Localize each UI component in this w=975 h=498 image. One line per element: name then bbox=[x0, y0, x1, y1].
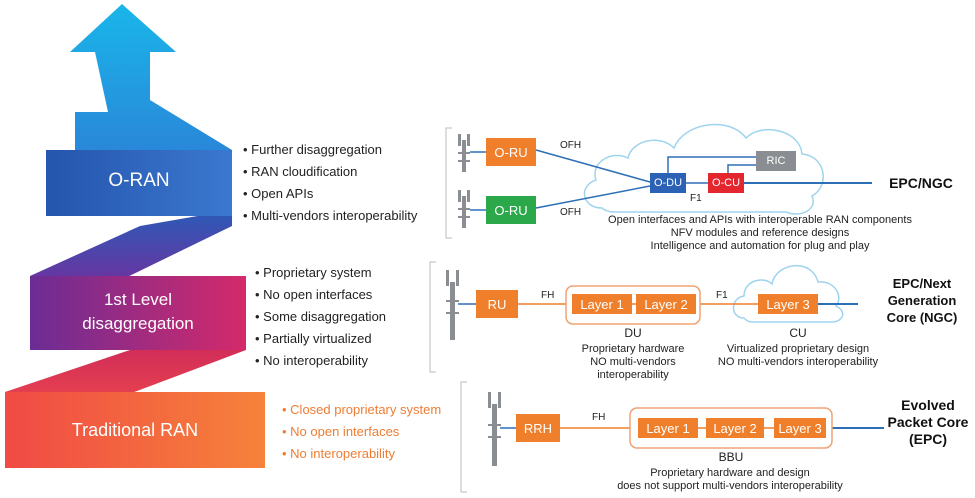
tier-label-level1-line1: 1st Level bbox=[103, 290, 173, 309]
traditional-bullets: Closed proprietary system No open interf… bbox=[282, 399, 441, 465]
caption-line: interoperability bbox=[597, 369, 669, 381]
cu-caption: Virtualized proprietary design NO multi-… bbox=[700, 343, 896, 369]
list-item: RAN cloudification bbox=[243, 161, 417, 183]
caption-line: NO multi-vendors bbox=[590, 356, 676, 368]
oran-cloud bbox=[583, 123, 824, 215]
list-item: Further disaggregation bbox=[243, 139, 417, 161]
level1-cloud bbox=[732, 265, 844, 323]
du-outline bbox=[565, 285, 701, 325]
ru-box: RU bbox=[476, 290, 518, 318]
oru-top-box: O-RU bbox=[486, 138, 536, 166]
level1-bullets: Proprietary system No open interfaces So… bbox=[255, 262, 386, 372]
tower-icon bbox=[488, 392, 501, 466]
list-item: Closed proprietary system bbox=[282, 399, 441, 421]
core-line: Core (NGC) bbox=[886, 310, 958, 325]
du-label: DU bbox=[624, 326, 642, 340]
caption-line: Proprietary hardware bbox=[581, 343, 685, 355]
growth-arrow bbox=[70, 4, 232, 155]
f1-label-level1: F1 bbox=[716, 290, 728, 301]
bbu-caption: Proprietary hardware and design does not… bbox=[580, 467, 880, 493]
list-item: Multi-vendors interoperability bbox=[243, 205, 417, 227]
core-line: (EPC) bbox=[908, 431, 948, 447]
oru-bottom-box: O-RU bbox=[486, 196, 536, 224]
oran-caption: Open interfaces and APIs with interopera… bbox=[570, 214, 950, 253]
staircase-graphic bbox=[5, 4, 265, 468]
bbu-outline bbox=[629, 407, 833, 449]
caption-line: NFV modules and reference designs bbox=[670, 227, 850, 239]
f1-label-oran: F1 bbox=[690, 193, 702, 204]
fh-label-level1: FH bbox=[541, 290, 555, 301]
list-item: No interoperability bbox=[255, 350, 386, 372]
ric-box: RIC bbox=[756, 151, 796, 171]
list-item: Open APIs bbox=[243, 183, 417, 205]
ocu-box: O-CU bbox=[708, 173, 744, 193]
caption-line: Virtualized proprietary design bbox=[726, 343, 870, 355]
core-line: Generation bbox=[887, 293, 957, 308]
layer1-box-bbu: Layer 1 bbox=[638, 418, 698, 438]
level1-bar bbox=[30, 276, 246, 350]
list-item: Proprietary system bbox=[255, 262, 386, 284]
traditional-bracket bbox=[460, 381, 467, 493]
tier-label-level1-line2: disaggregation bbox=[82, 314, 194, 333]
layer2-box-du: Layer 2 bbox=[636, 294, 696, 314]
list-item: No interoperability bbox=[282, 443, 441, 465]
tower-icon bbox=[458, 134, 470, 172]
tier-label-level1: 1st Level disaggregation bbox=[30, 288, 246, 336]
core-line: Packet Core bbox=[887, 414, 969, 430]
tower-icon bbox=[458, 190, 470, 228]
ric-link-odu bbox=[667, 156, 756, 173]
layer2-box-bbu: Layer 2 bbox=[706, 418, 764, 438]
list-item: No open interfaces bbox=[282, 421, 441, 443]
oran-bar bbox=[46, 150, 232, 216]
core-line: Evolved bbox=[901, 397, 955, 413]
list-item: Partially virtualized bbox=[255, 328, 386, 350]
layer3-box-bbu: Layer 3 bbox=[774, 418, 826, 438]
list-item: Some disaggregation bbox=[255, 306, 386, 328]
tier-label-traditional: Traditional RAN bbox=[71, 420, 199, 440]
oran-bullets: Further disaggregation RAN cloudificatio… bbox=[243, 139, 417, 227]
rrh-box: RRH bbox=[516, 414, 560, 442]
core-label-epc: Evolved Packet Core (EPC) bbox=[884, 397, 972, 448]
core-label-ngc: EPC/Next Generation Core (NGC) bbox=[872, 275, 972, 326]
ofh-link-top bbox=[535, 149, 651, 183]
core-line: EPC/Next bbox=[892, 276, 952, 291]
caption-line: Open interfaces and APIs with interopera… bbox=[608, 214, 912, 226]
layer3-box-cu: Layer 3 bbox=[758, 294, 818, 314]
du-caption: Proprietary hardware NO multi-vendors in… bbox=[566, 343, 700, 382]
ric-link-ocu bbox=[727, 164, 756, 173]
level1-bracket bbox=[429, 261, 436, 373]
tier-label-oran: O-RAN bbox=[108, 170, 170, 191]
bbu-label: BBU bbox=[718, 450, 744, 464]
ofh-link-bottom bbox=[535, 185, 651, 209]
caption-line: NO multi-vendors interoperability bbox=[717, 356, 879, 368]
cu-label: CU bbox=[789, 326, 807, 340]
traditional-bar bbox=[5, 392, 265, 468]
layer1-box-du: Layer 1 bbox=[572, 294, 632, 314]
caption-line: Intelligence and automation for plug and… bbox=[650, 240, 870, 252]
ofh-top-label: OFH bbox=[560, 140, 582, 151]
oran-bracket bbox=[445, 127, 452, 239]
ofh-bottom-label: OFH bbox=[560, 207, 582, 218]
caption-line: Proprietary hardware and design bbox=[650, 467, 810, 479]
fh-label-traditional: FH bbox=[592, 412, 606, 423]
odu-box: O-DU bbox=[650, 173, 686, 193]
tower-icon bbox=[446, 270, 459, 340]
list-item: No open interfaces bbox=[255, 284, 386, 306]
core-label-epc-ngc: EPC/NGC bbox=[889, 175, 953, 191]
caption-line: does not support multi-vendors interoper… bbox=[617, 480, 843, 492]
